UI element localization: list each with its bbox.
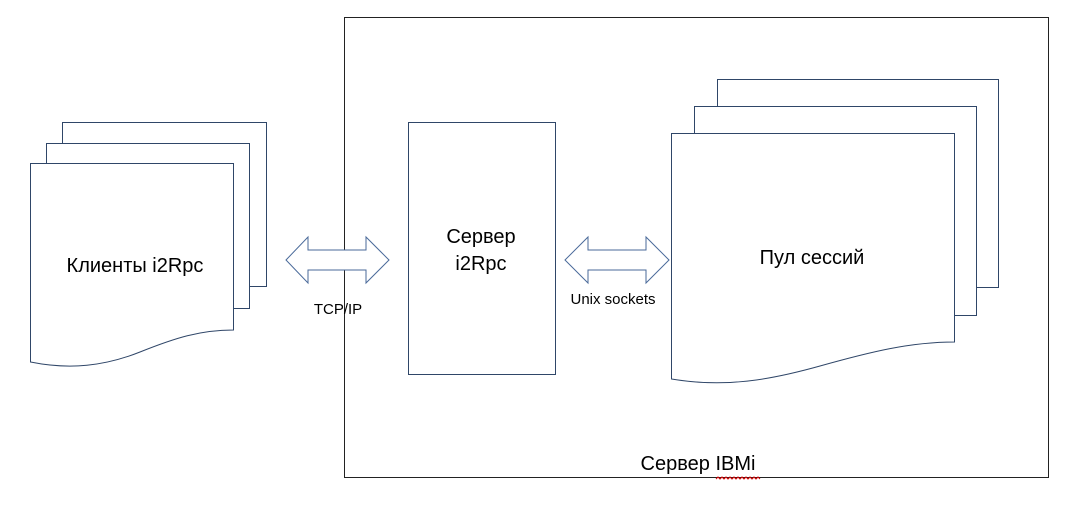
i2rpc-server-label-line2: i2Rpc <box>455 253 506 275</box>
tcpip-double-arrow <box>285 235 390 285</box>
session-pool-label: Пул сессий <box>760 247 865 269</box>
server-ibmi-frame <box>344 17 1049 478</box>
session-document-front <box>671 133 955 384</box>
tcpip-label: TCP/IP <box>314 301 362 318</box>
clients-document-stack: Клиенты i2Rpc <box>30 122 267 367</box>
clients-label: Клиенты i2Rpc <box>67 255 204 277</box>
unix-sockets-label: Unix sockets <box>570 291 655 308</box>
client-document-front <box>30 163 234 367</box>
spellcheck-underline <box>715 476 761 480</box>
server-ibmi-label: Сервер IBMi <box>641 453 756 475</box>
unix-sockets-double-arrow <box>564 235 670 285</box>
i2rpc-server-box <box>408 122 556 375</box>
session-pool-document-stack: Пул сессий <box>671 79 999 384</box>
i2rpc-server-label-line1: Сервер <box>446 226 515 248</box>
